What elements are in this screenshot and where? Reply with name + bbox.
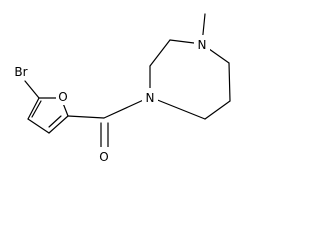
- bond-furan-carbonyl: [67, 115, 105, 119]
- bond-br-c5: [24, 80, 40, 99]
- furan-oxygen-label: O: [58, 90, 67, 104]
- methyl-nitrogen-label: N: [198, 38, 207, 52]
- diazepane-bond-c5-c6: [228, 62, 231, 102]
- furan-double-bond-c4-c5: [31, 100, 42, 118]
- bromine-atom: Br: [10, 62, 33, 80]
- diazepane-bond-c7-n1: [149, 96, 206, 120]
- amide-nitrogen-atom: N: [142, 88, 158, 106]
- furan-oxygen-atom: O: [56, 88, 70, 105]
- furan-bond-c3-c4: [27, 118, 50, 134]
- diazepane-bond-c6-c7: [204, 100, 231, 120]
- bromine-label: Br: [14, 65, 27, 79]
- carbonyl-oxygen-label: O: [99, 150, 108, 164]
- diazepane-bond-c2-c3: [149, 39, 171, 67]
- furan-double-bond-c2-c3: [48, 115, 62, 128]
- carbonyl-oxygen-atom: O: [96, 147, 112, 165]
- furan-bond-c2-c3: [48, 115, 69, 134]
- furan-bond-c4-c5: [27, 97, 40, 120]
- amide-nitrogen-label: N: [146, 91, 155, 105]
- methyl-nitrogen-atom: N: [194, 35, 210, 53]
- molecular-structure: Br O O N N: [10, 13, 231, 165]
